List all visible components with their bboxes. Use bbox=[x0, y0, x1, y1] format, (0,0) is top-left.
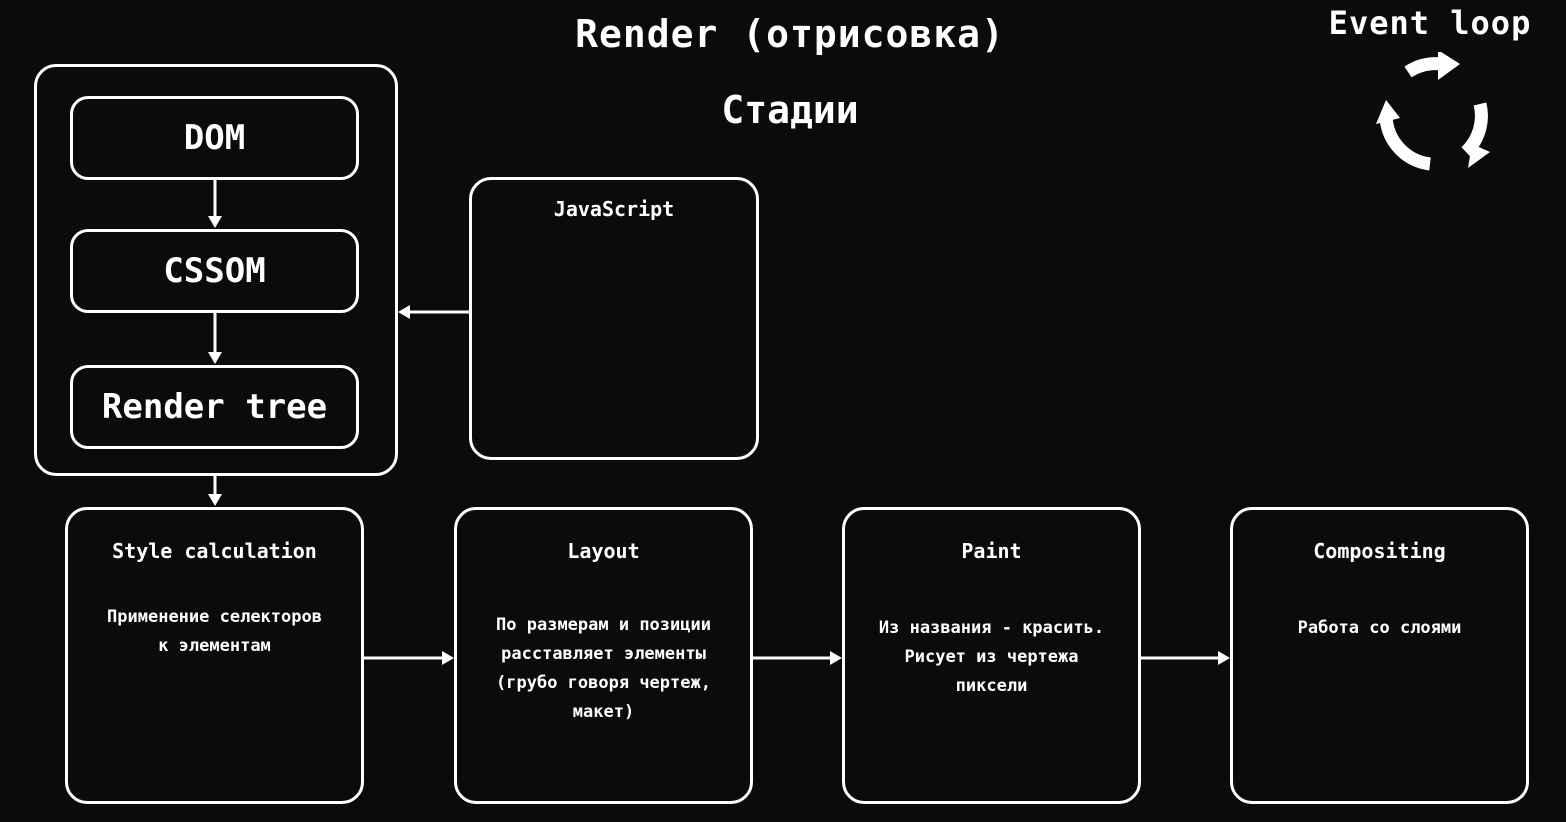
stage-title: Paint bbox=[961, 539, 1022, 563]
dom-node: DOM bbox=[70, 96, 359, 180]
stage-paint: Paint Из названия - красить. Рисует из ч… bbox=[842, 507, 1141, 804]
event-loop-label: Event loop bbox=[1328, 4, 1532, 42]
javascript-box: JavaScript bbox=[469, 177, 759, 460]
arrow-head bbox=[208, 352, 222, 364]
stage-layout: Layout По размерам и позиции расставляет… bbox=[454, 507, 753, 804]
stage-title: Compositing bbox=[1313, 539, 1446, 563]
stage-description: Применение селекторов к элементам bbox=[107, 607, 322, 656]
stage-compositing: Compositing Работа со слоями bbox=[1230, 507, 1529, 804]
page-title: Render (отрисовка) bbox=[575, 12, 1005, 56]
stage-description: По размерам и позиции расставляет элемен… bbox=[496, 615, 711, 722]
stage-title: Layout bbox=[567, 539, 640, 563]
arrow-head bbox=[208, 494, 222, 506]
cssom-node: CSSOM bbox=[70, 229, 359, 313]
stage-description: Из названия - красить. Рисует из чертежа… bbox=[878, 618, 1105, 696]
cycle-arrows-icon bbox=[1376, 52, 1490, 171]
arrow-head bbox=[208, 216, 222, 228]
page-subtitle: Стадии bbox=[721, 88, 859, 132]
javascript-title: JavaScript bbox=[553, 197, 675, 221]
arrow-head bbox=[398, 305, 410, 319]
render-tree-node: Render tree bbox=[70, 365, 359, 449]
arrow-head bbox=[442, 651, 454, 665]
arrow-head bbox=[830, 651, 842, 665]
stage-title: Style calculation bbox=[112, 539, 317, 563]
arrow-head bbox=[1218, 651, 1230, 665]
stage-style-calculation: Style calculation Применение селекторов … bbox=[65, 507, 364, 804]
stage-description: Работа со слоями bbox=[1297, 618, 1462, 638]
render-tree-group bbox=[34, 64, 398, 476]
